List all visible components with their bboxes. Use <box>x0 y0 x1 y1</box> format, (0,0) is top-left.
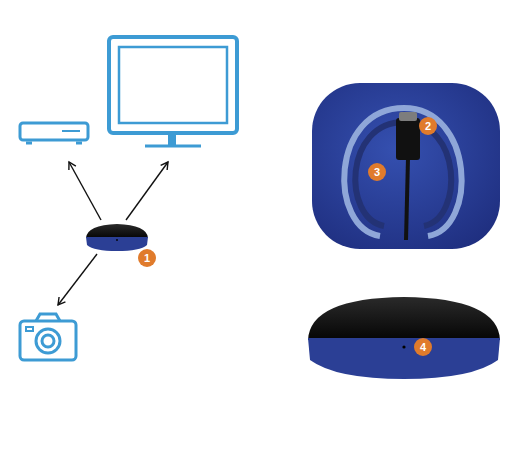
camera-icon <box>20 314 76 360</box>
hub-side-view <box>308 297 500 379</box>
settop-box-icon <box>20 123 88 143</box>
callout-number: 2 <box>419 117 437 135</box>
callout-number: 3 <box>368 163 386 181</box>
callout-number: 1 <box>138 249 156 267</box>
hub-device-small <box>86 224 148 251</box>
monitor-icon <box>109 37 237 146</box>
callout-number: 4 <box>414 338 432 356</box>
hub-top-view <box>312 83 500 249</box>
signal-arrow <box>58 162 168 305</box>
